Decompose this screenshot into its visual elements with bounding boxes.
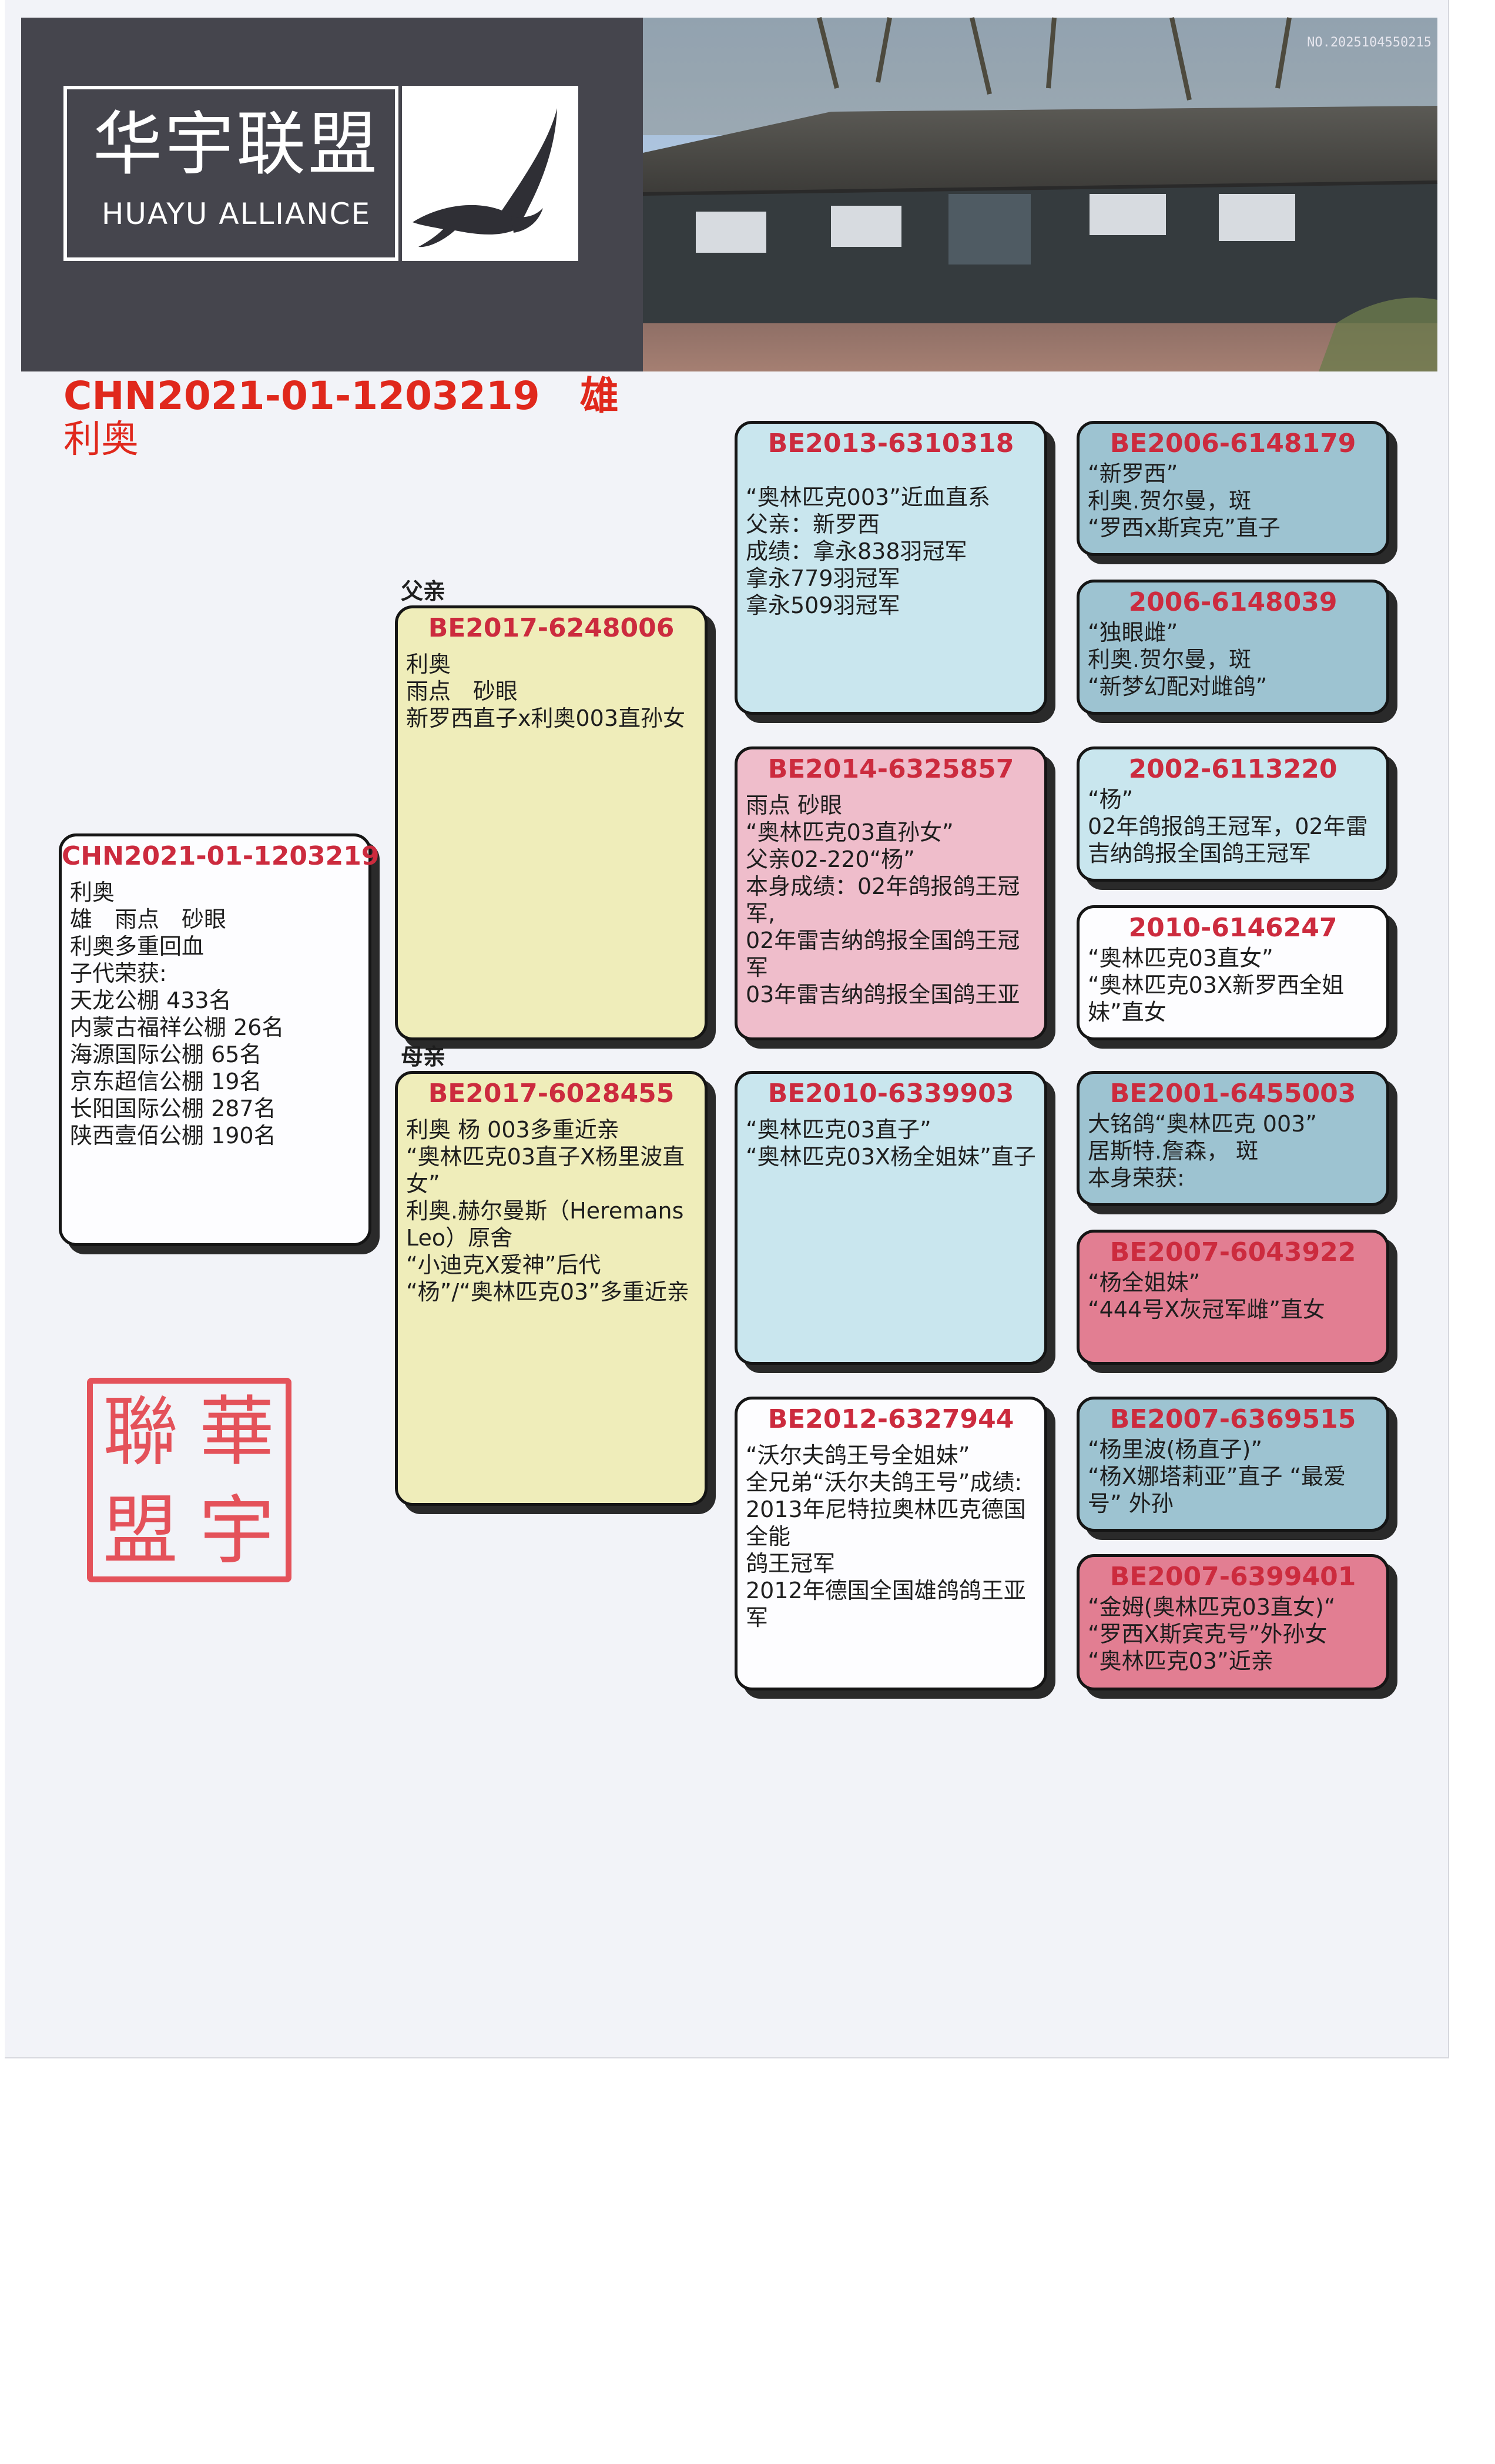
- grandsire-paternal-code: BE2013-6310318: [767, 428, 1014, 458]
- ggp-fff-code: BE2006-6148179: [1109, 428, 1356, 458]
- ggp-ffm-code: 2006-6148039: [1128, 587, 1338, 617]
- granddam-maternal-code: BE2012-6327944: [767, 1404, 1014, 1434]
- granddam-maternal-card: BE2012-6327944 “沃尔夫鸽王号全姐妹” 全兄弟“沃尔夫鸽王号”成绩…: [735, 1397, 1047, 1690]
- ggp-mmm-card: BE2007-6399401 “金姆(奥林匹克03直女)“ “罗西X斯宾克号”外…: [1077, 1554, 1389, 1690]
- ggp-ffm-card: 2006-6148039 “独眼雌” 利奥.贺尔曼，斑 “新梦幻配对雌鸽”: [1077, 580, 1389, 715]
- father-code: BE2017-6248006: [428, 613, 675, 643]
- mother-code: BE2017-6028455: [428, 1079, 675, 1109]
- grandsire-maternal-card: BE2010-6339903 “奥林匹克03直子” “奥林匹克03X杨全姐妹”直…: [735, 1071, 1047, 1365]
- father-label: 父亲: [401, 578, 446, 604]
- ggp-mff-body: 大铭鸽“奥林匹克 003” 居斯特.詹森， 斑 本身荣获:: [1088, 1111, 1317, 1191]
- logo-panel: 华宇联盟 HUAYU ALLIANCE: [21, 18, 643, 371]
- page-subtitle: 利奥: [63, 418, 139, 461]
- ggp-mfm-body: “杨全姐妹” “444号X灰冠军雌”直女: [1088, 1270, 1325, 1323]
- loft-photo-image: [642, 17, 1438, 371]
- pedigree-sheet: 华宇联盟 HUAYU ALLIANCE: [5, 0, 1449, 2058]
- logo-box: 华宇联盟 HUAYU ALLIANCE: [63, 86, 398, 261]
- ggp-mmm-code: BE2007-6399401: [1109, 1562, 1356, 1592]
- mother-body: 利奥 杨 003多重近亲 “奥林匹克03直子X杨里波直女” 利奥.赫尔曼斯（He…: [406, 1117, 689, 1305]
- ggp-fmm-body: “奥林匹克03直女” “奥林匹克03X新罗西全姐妹”直女: [1088, 945, 1345, 1025]
- header-banner: 华宇联盟 HUAYU ALLIANCE: [21, 17, 1438, 371]
- loft-photo: NO.2025104550215: [642, 17, 1438, 371]
- ggp-fmm-card: 2010-6146247 “奥林匹克03直女” “奥林匹克03X新罗西全姐妹”直…: [1077, 905, 1389, 1040]
- ggp-mmf-code: BE2007-6369515: [1109, 1404, 1356, 1434]
- grandsire-maternal-body: “奥林匹克03直子” “奥林匹克03X杨全姐妹”直子: [746, 1117, 1036, 1170]
- granddam-paternal-body: 雨点 砂眼 “奥林匹克03直孙女” 父亲02-220“杨” 本身成绩：02年鸽报…: [746, 792, 1020, 1007]
- title-ring: CHN2021-01-1203219: [63, 373, 540, 419]
- page-title: CHN2021-01-1203219 雄: [63, 371, 619, 421]
- ggp-mff-card: BE2001-6455003 大铭鸽“奥林匹克 003” 居斯特.詹森， 斑 本…: [1077, 1071, 1389, 1206]
- subject-body: 利奥 雄 雨点 砂眼 利奥多重回血 子代荣获: 天龙公棚 433名 内蒙古福祥公…: [70, 879, 284, 1149]
- subject-code: CHN2021-01-1203219: [62, 841, 380, 871]
- seal-char: 華: [199, 1388, 274, 1476]
- granddam-paternal-card: BE2014-6325857 雨点 砂眼 “奥林匹克03直孙女” 父亲02-22…: [735, 746, 1047, 1040]
- ggp-fff-card: BE2006-6148179 “新罗西” 利奥.贺尔曼，斑 “罗西x斯宾克”直子: [1077, 421, 1389, 556]
- ggp-ffm-body: “独眼雌” 利奥.贺尔曼，斑 “新梦幻配对雌鸽”: [1088, 620, 1268, 699]
- logo-chinese: 华宇联盟: [92, 103, 380, 185]
- granddam-maternal-body: “沃尔夫鸽王号全姐妹” 全兄弟“沃尔夫鸽王号”成绩: 2013年尼特拉奥林匹克德…: [746, 1442, 1026, 1631]
- subject-card: CHN2021-01-1203219 利奥 雄 雨点 砂眼 利奥多重回血 子代荣…: [59, 833, 380, 1246]
- seal-char: 宇: [199, 1487, 274, 1575]
- title-sex: 雄: [579, 373, 619, 419]
- mother-card: BE2017-6028455 利奥 杨 003多重近亲 “奥林匹克03直子X杨里…: [395, 1071, 708, 1506]
- ggp-fmm-code: 2010-6146247: [1128, 913, 1338, 943]
- seal-char: 盟: [102, 1487, 178, 1575]
- ggp-mfm-code: BE2007-6043922: [1109, 1237, 1356, 1267]
- father-body: 利奥 雨点 砂眼 新罗西直子x利奥003直孙女: [406, 651, 686, 731]
- ggp-mmf-body: “杨里波(杨直子)” “杨X娜塔莉亚”直子 “最爱号” 外孙: [1088, 1437, 1346, 1516]
- seal-char: 聯: [102, 1388, 178, 1476]
- logo-english: HUAYU ALLIANCE: [101, 197, 371, 231]
- photo-id: NO.2025104550215: [1307, 35, 1432, 50]
- grandsire-maternal-code: BE2010-6339903: [767, 1079, 1014, 1109]
- grandsire-paternal-card: BE2013-6310318 “奥林匹克003”近血直系 父亲：新罗西 成绩：拿…: [735, 421, 1047, 715]
- ggp-mfm-card: BE2007-6043922 “杨全姐妹” “444号X灰冠军雌”直女: [1077, 1230, 1389, 1365]
- red-seal-stamp: 華 聯 宇 盟: [87, 1378, 291, 1582]
- father-card: BE2017-6248006 利奥 雨点 砂眼 新罗西直子x利奥003直孙女: [395, 605, 708, 1040]
- grandsire-paternal-body: “奥林匹克003”近血直系 父亲：新罗西 成绩：拿永838羽冠军 拿永779羽冠…: [746, 484, 990, 618]
- bird-icon: [413, 108, 557, 247]
- ggp-fmf-body: “杨” 02年鸽报鸽王冠军，02年雷吉纳鸽报全国鸽王冠军: [1088, 786, 1368, 866]
- ggp-fff-body: “新罗西” 利奥.贺尔曼，斑 “罗西x斯宾克”直子: [1088, 461, 1281, 541]
- ggp-fmf-code: 2002-6113220: [1128, 754, 1338, 784]
- bird-logo: [402, 86, 578, 261]
- ggp-mff-code: BE2001-6455003: [1109, 1079, 1356, 1109]
- ggp-mmm-body: “金姆(奥林匹克03直女)“ “罗西X斯宾克号”外孙女 “奥林匹克03”近亲: [1088, 1594, 1336, 1674]
- granddam-paternal-code: BE2014-6325857: [767, 754, 1014, 784]
- ggp-fmf-card: 2002-6113220 “杨” 02年鸽报鸽王冠军，02年雷吉纳鸽报全国鸽王冠…: [1077, 746, 1389, 882]
- ggp-mmf-card: BE2007-6369515 “杨里波(杨直子)” “杨X娜塔莉亚”直子 “最爱…: [1077, 1397, 1389, 1532]
- mother-label: 母亲: [401, 1044, 446, 1070]
